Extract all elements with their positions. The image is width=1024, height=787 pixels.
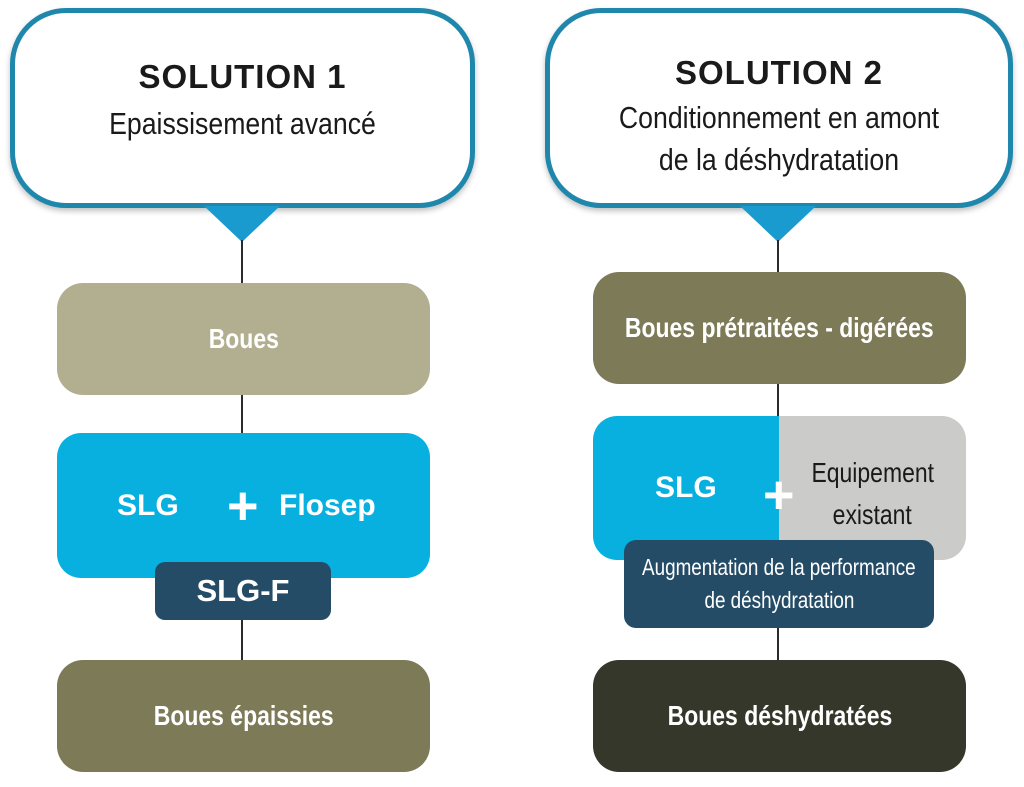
solution2-title: SOLUTION 2	[674, 54, 884, 91]
solution1-pointer	[204, 206, 280, 242]
solution2-subtitle-line1: Conditionnement en amont	[618, 100, 940, 135]
solution1-subtitle: Epaissisement avancé	[109, 106, 376, 141]
solution2-performance-tag: Augmentation de la performance de déshyd…	[624, 540, 934, 628]
solution1-slg-f-tag: SLG-F	[155, 562, 331, 620]
solution2-boues-box: Boues prétraitées - digérées	[593, 272, 966, 384]
solution2-pointer	[740, 206, 816, 242]
solution2-plus-icon: +	[763, 465, 795, 525]
solution1-flosep-label: Flosep	[279, 489, 376, 522]
solution1-slg-f-label: SLG-F	[196, 573, 290, 608]
solution1-plus-icon: +	[227, 476, 259, 536]
solution1-slg-label: SLG	[117, 489, 179, 522]
solution1-boues-label: Boues	[208, 323, 279, 354]
solution2-connector-3	[777, 628, 779, 660]
solution1-output-box: Boues épaissies	[57, 660, 430, 772]
solution1-header: SOLUTION 1 Epaissisement avancé	[10, 8, 475, 208]
solution1-output-label: Boues épaissies	[153, 700, 334, 731]
solution2-equip-half	[779, 416, 966, 560]
solution1-title: SOLUTION 1	[138, 58, 347, 95]
solution2-connector-2	[777, 384, 779, 418]
solution2-boues-label: Boues prétraitées - digérées	[625, 312, 934, 343]
solution2-output-label: Boues déshydratées	[667, 700, 892, 731]
solution1-connector-3	[241, 620, 243, 660]
solution2-tag-line2: de déshydratation	[704, 587, 854, 613]
solution2-equip-line1: Equipement	[811, 457, 934, 488]
solution2-slg-label: SLG	[655, 471, 717, 504]
solution2-connector-1	[777, 240, 779, 274]
solution1-connector-1	[241, 240, 243, 286]
solution2-subtitle-line2: de la déshydratation	[658, 142, 900, 177]
solution2-output-box: Boues déshydratées	[593, 660, 966, 772]
solution2-slg-half	[593, 416, 779, 560]
solution1-boues-box: Boues	[57, 283, 430, 395]
solution2-header: SOLUTION 2 Conditionnement en amont de l…	[545, 8, 1013, 208]
solution1-connector-2	[241, 395, 243, 435]
solution2-equip-label: Equipement existant	[779, 452, 966, 536]
solution2-equip-line2: existant	[832, 499, 913, 530]
solution2-slg-equip-box: SLG + Equipement existant	[593, 416, 966, 560]
solution2-tag-line1: Augmentation de la performance	[642, 554, 916, 580]
solution1-slg-flosep-box: SLG + Flosep	[57, 433, 430, 578]
